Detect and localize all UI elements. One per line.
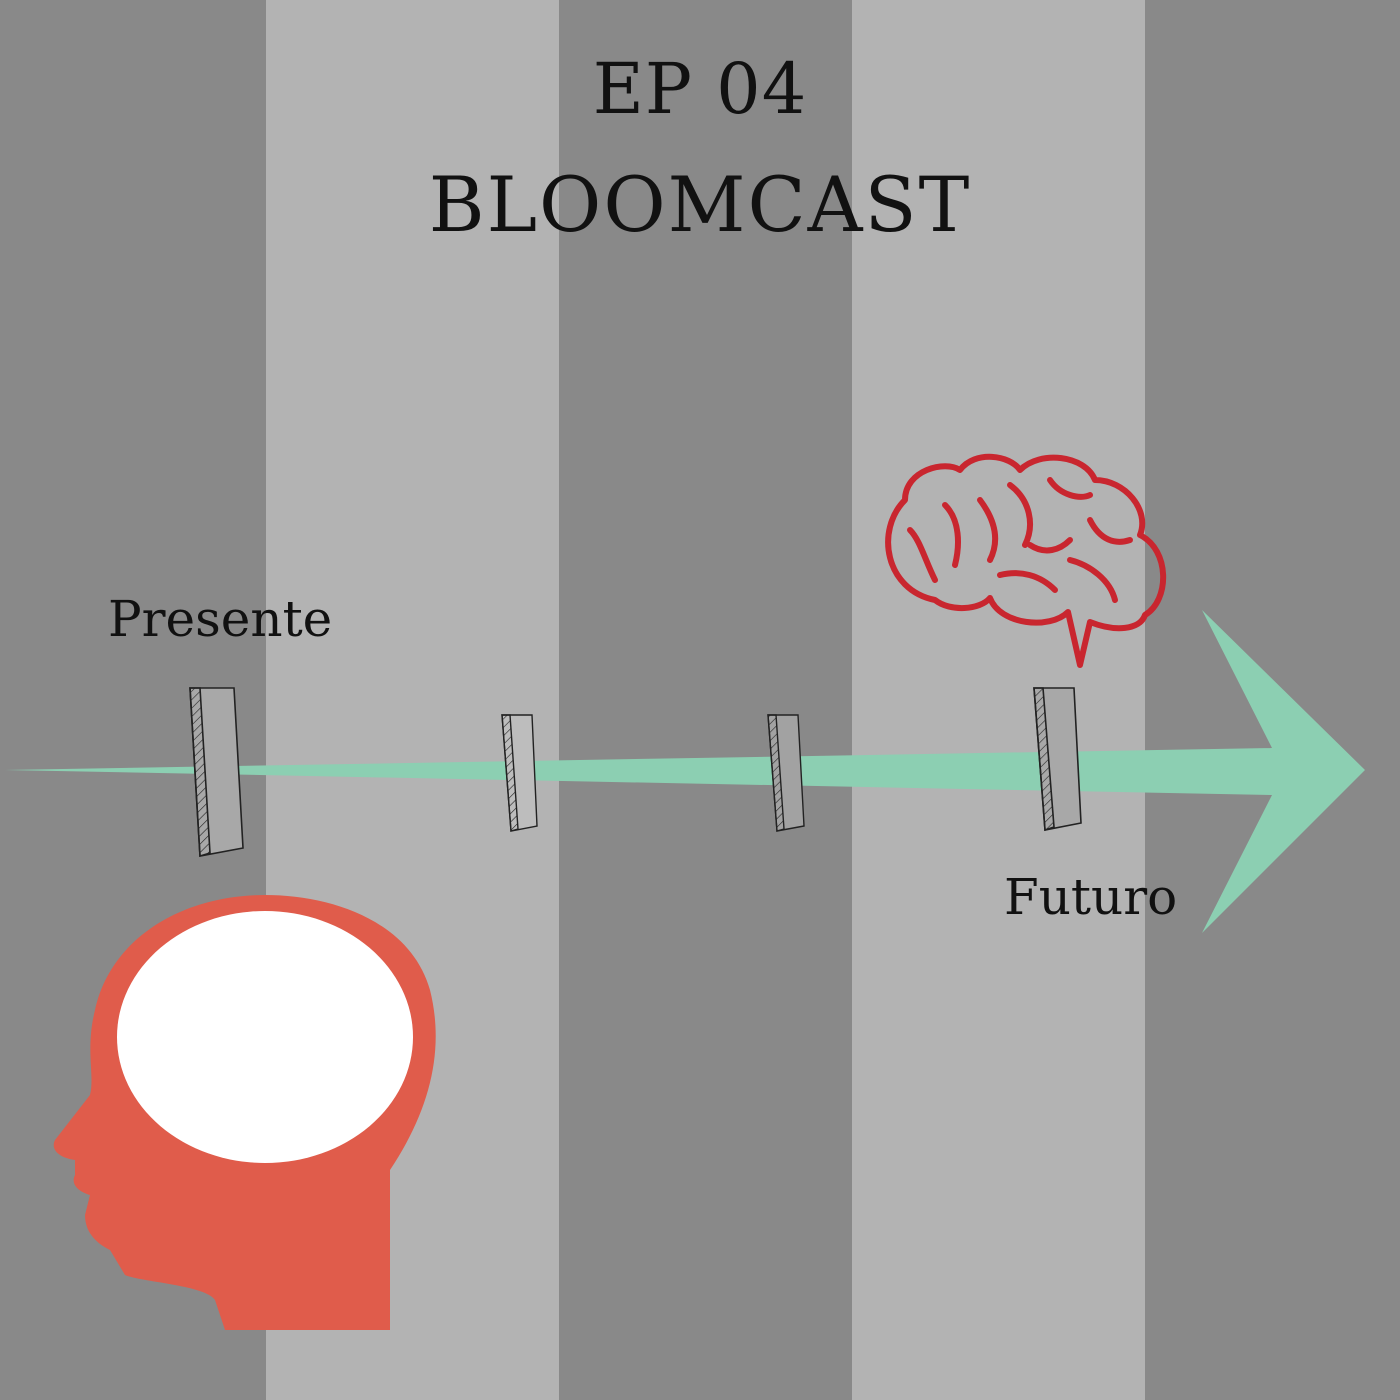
human-head-icon [53,895,436,1330]
domino-icon [189,687,244,858]
domino-icon [1033,687,1082,832]
domino-icon [767,714,805,832]
domino-icon [501,714,538,832]
brain-icon [885,453,1167,668]
head-thought-space [117,911,413,1163]
timeline-arrow-icon [5,610,1365,933]
show-title: BLOOMCAST [428,160,972,249]
episode-number: EP 04 [592,48,808,130]
timeline-end-label: Futuro [1004,868,1178,926]
stripe [559,0,852,1400]
stripe [852,0,1145,1400]
timeline-start-label: Presente [108,590,333,648]
